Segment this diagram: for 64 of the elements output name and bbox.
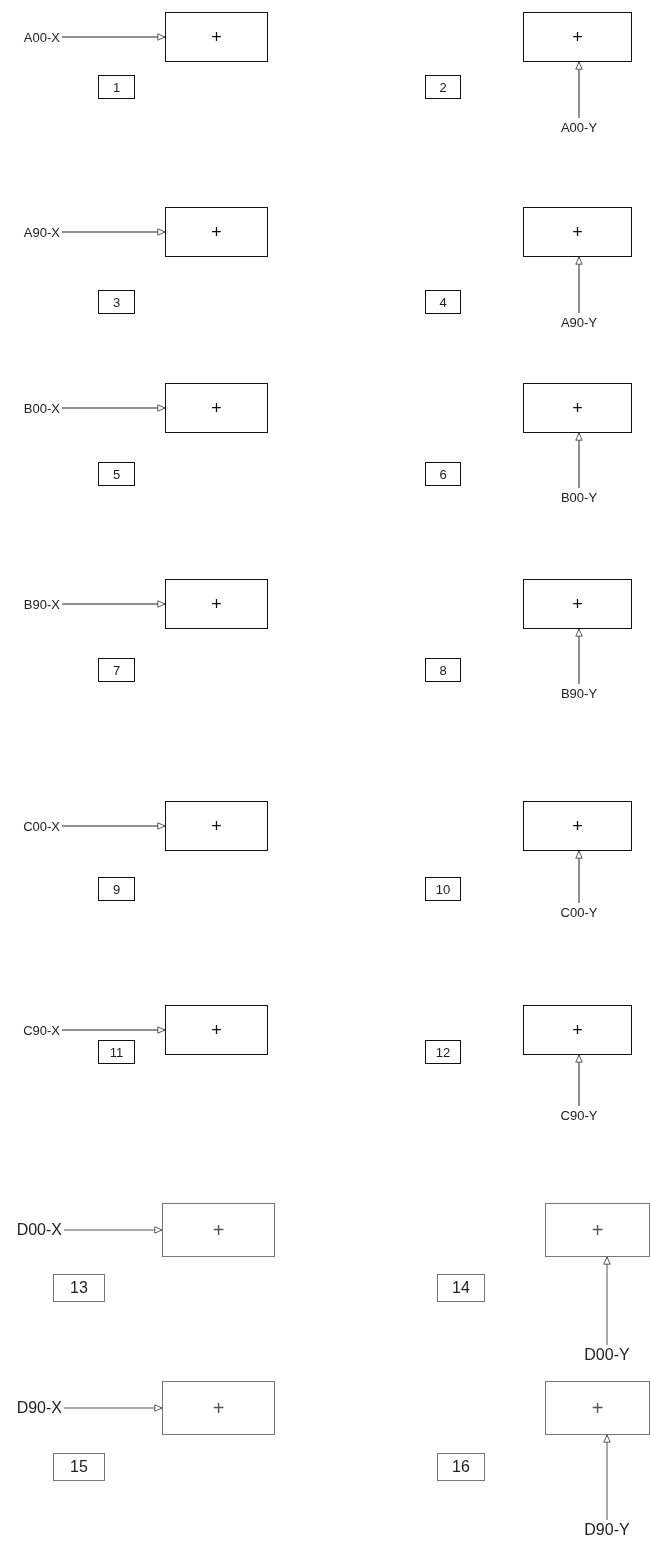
arrow <box>61 822 166 830</box>
arrow <box>575 256 583 314</box>
summing-block: + <box>523 207 632 257</box>
summing-block: + <box>523 801 632 851</box>
summing-block: + <box>165 383 268 433</box>
number-box: 15 <box>53 1453 105 1481</box>
signal-label: A90-X <box>6 222 60 242</box>
signal-label: A00-Y <box>553 118 605 136</box>
signal-label: D90-X <box>0 1398 62 1418</box>
number-box: 8 <box>425 658 461 682</box>
signal-label: C90-X <box>6 1020 60 1040</box>
signal-label: A90-Y <box>553 313 605 331</box>
arrow <box>603 1434 611 1521</box>
arrow <box>61 404 166 412</box>
number-box: 1 <box>98 75 135 99</box>
number-box: 2 <box>425 75 461 99</box>
arrow <box>575 1054 583 1107</box>
number-box: 4 <box>425 290 461 314</box>
summing-block: + <box>162 1381 275 1435</box>
summing-block: + <box>545 1203 650 1257</box>
signal-label: D00-Y <box>577 1345 637 1365</box>
arrow <box>61 600 166 608</box>
number-box: 3 <box>98 290 135 314</box>
summing-block: + <box>162 1203 275 1257</box>
arrow <box>61 228 166 236</box>
signal-label: B90-Y <box>553 684 605 702</box>
number-box: 16 <box>437 1453 485 1481</box>
arrow <box>63 1226 163 1234</box>
number-box: 13 <box>53 1274 105 1302</box>
summing-block: + <box>165 579 268 629</box>
summing-block: + <box>523 383 632 433</box>
arrow <box>63 1404 163 1412</box>
number-box: 9 <box>98 877 135 901</box>
summing-block: + <box>165 1005 268 1055</box>
arrow <box>61 33 166 41</box>
summing-block: + <box>165 207 268 257</box>
signal-label: C00-X <box>6 816 60 836</box>
summing-block: + <box>165 801 268 851</box>
number-box: 7 <box>98 658 135 682</box>
number-box: 12 <box>425 1040 461 1064</box>
arrow <box>575 850 583 904</box>
signal-label: A00-X <box>6 27 60 47</box>
summing-block: + <box>545 1381 650 1435</box>
signal-label: C90-Y <box>553 1106 605 1124</box>
signal-label: D00-X <box>0 1220 62 1240</box>
arrow <box>575 432 583 489</box>
summing-block: + <box>523 579 632 629</box>
signal-label: D90-Y <box>577 1520 637 1540</box>
signal-label: C00-Y <box>553 903 605 921</box>
arrow <box>575 628 583 685</box>
summing-block: + <box>523 12 632 62</box>
number-box: 5 <box>98 462 135 486</box>
number-box: 10 <box>425 877 461 901</box>
arrow <box>575 61 583 119</box>
arrow <box>603 1256 611 1346</box>
number-box: 11 <box>98 1040 135 1064</box>
arrow <box>61 1026 166 1034</box>
signal-label: B90-X <box>6 594 60 614</box>
summing-block: + <box>165 12 268 62</box>
signal-label: B00-X <box>6 398 60 418</box>
signal-label: B00-Y <box>553 488 605 506</box>
number-box: 6 <box>425 462 461 486</box>
summing-block: + <box>523 1005 632 1055</box>
number-box: 14 <box>437 1274 485 1302</box>
